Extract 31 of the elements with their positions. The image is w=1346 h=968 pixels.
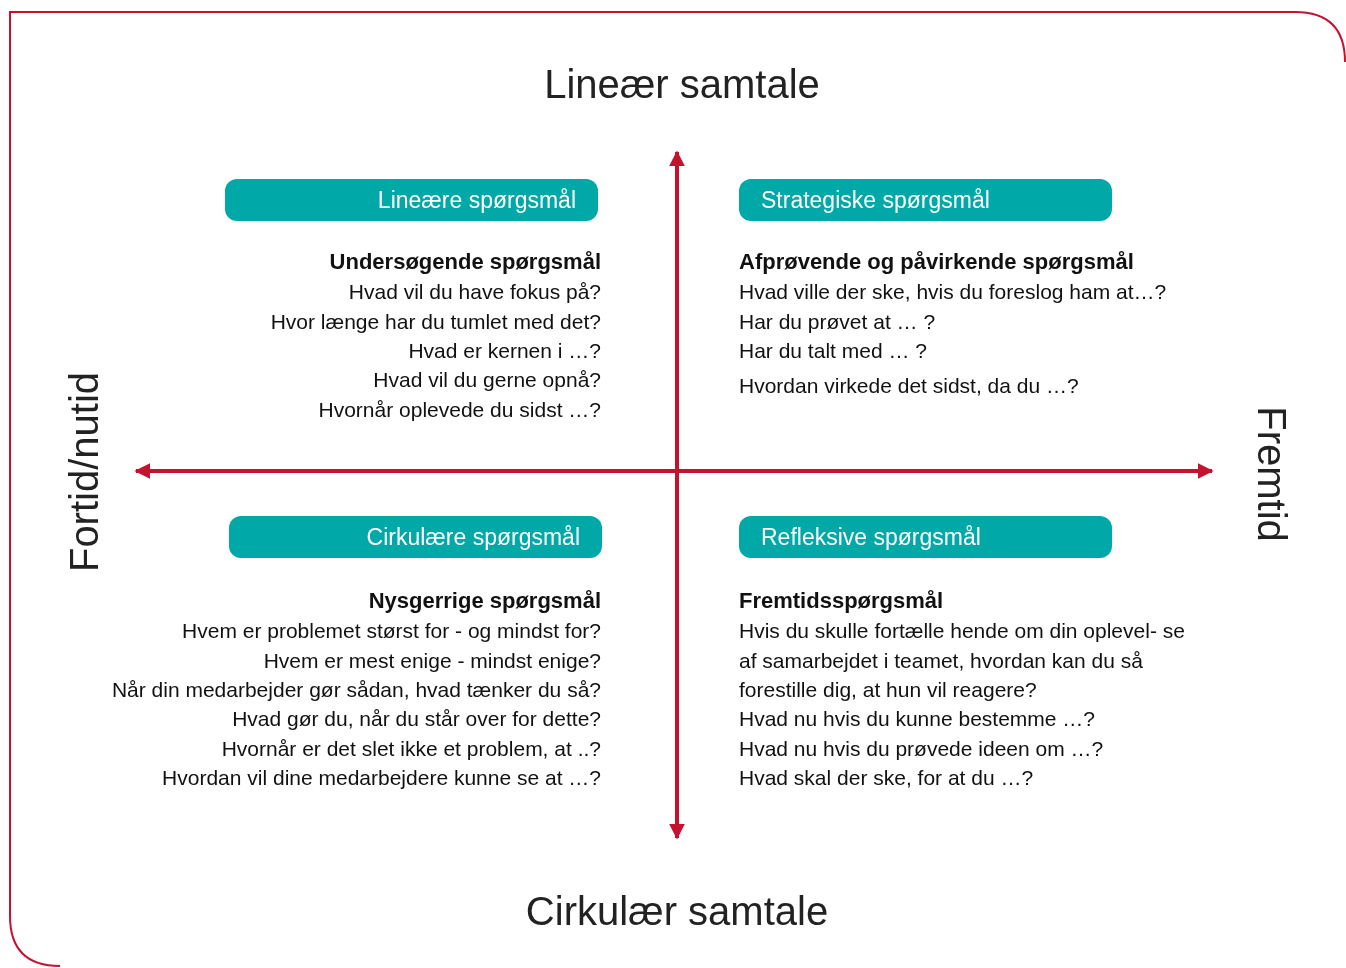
question-text: Hvad nu hvis du kunne bestemme …? (739, 706, 1096, 732)
axis-label: Cirkulær samtale (525, 888, 829, 935)
category-banner: Refleksive spørgsmål (739, 516, 1112, 558)
question-text: Hvordan vil dine medarbejdere kunne se at …? (162, 765, 601, 791)
axis-label: Fremtid (1249, 406, 1295, 542)
axis-label: Lineær samtale (544, 61, 820, 108)
category-banner: Strategiske spørgsmål (739, 179, 1112, 221)
section-heading: Undersøgende spørgsmål (329, 249, 601, 275)
question-text: Hvis du skulle fortælle hende om din oplevel- se af samarbejdet i teamet, hvordan kan du så forestille dig, at hun vil reagere? (739, 618, 1186, 703)
question-text: Hvor længe har du tumlet med det? (270, 309, 601, 335)
question-text: Når din medarbejder gør sådan, hvad tænker du så? (111, 677, 601, 703)
axis-label: Fortid/nutid (61, 371, 107, 573)
question-text: Hvad gør du, når du står over for dette? (232, 706, 601, 732)
question-text: Hvad nu hvis du prøvede ideen om …? (739, 736, 1104, 762)
question-text: Hvad ville der ske, hvis du foreslog ham at…? (739, 279, 1167, 305)
question-text: Har du prøvet at … ? (739, 309, 936, 335)
question-text: Hvem er mest enige - mindst enige? (263, 648, 601, 674)
question-text: Hvem er problemet størst for - og mindst for? (182, 618, 601, 644)
question-text: Har du talt med … ? (739, 338, 927, 364)
question-text: Hvad vil du gerne opnå? (373, 367, 601, 393)
question-text: Hvad skal der ske, for at du …? (739, 765, 1034, 791)
section-heading: Afprøvende og påvirkende spørgsmål (739, 249, 1134, 275)
question-text: Hvordan virkede det sidst, da du …? (739, 373, 1079, 399)
section-heading: Fremtidsspørgsmål (739, 588, 944, 614)
question-text: Hvad er kernen i …? (408, 338, 601, 364)
section-heading: Nysgerrige spørgsmål (368, 588, 601, 614)
category-banner: Cirkulære spørgsmål (229, 516, 602, 558)
question-text: Hvornår er det slet ikke et problem, at ..? (221, 736, 601, 762)
question-text: Hvornår oplevede du sidst …? (318, 397, 601, 423)
category-banner: Lineære spørgsmål (225, 179, 598, 221)
question-text: Hvad vil du have fokus på? (348, 279, 601, 305)
